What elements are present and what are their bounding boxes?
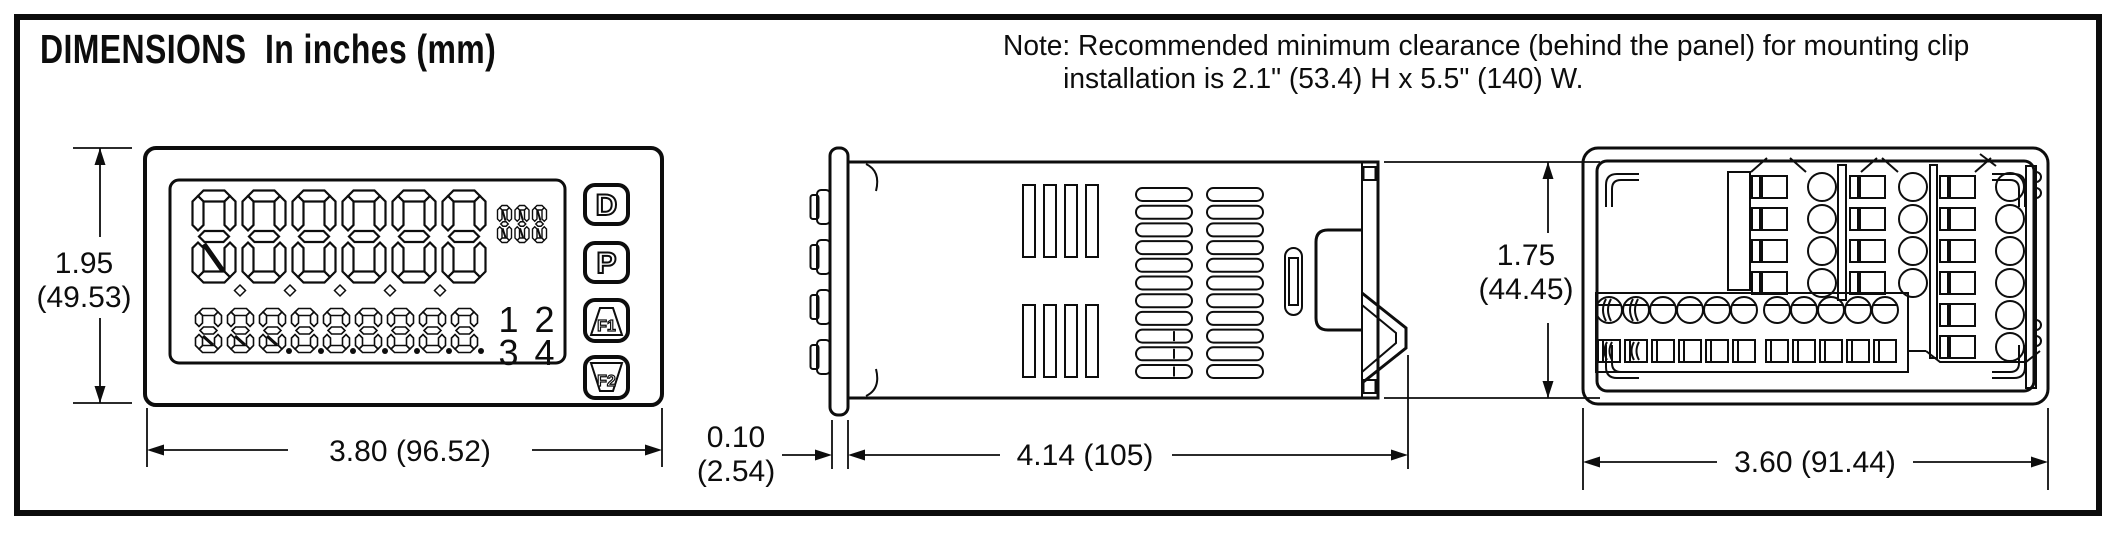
bezel-depth-dimension: 0.10 (2.54)	[697, 420, 849, 488]
side-view-drawing: 0.10 (2.54) 4.14 (105) 1.75 (44.45)	[697, 146, 1600, 488]
drawing-border	[14, 14, 2102, 516]
front-width-label: 3.80 (96.52)	[329, 435, 491, 468]
clearance-note-line1: Note: Recommended minimum clearance (beh…	[1003, 30, 1970, 62]
front-buttons: D P F1 F2	[583, 183, 630, 400]
mounting-slot	[1284, 247, 1303, 316]
terminal-blocks	[1595, 153, 2042, 389]
lcd-display	[168, 178, 567, 365]
program-button	[583, 241, 630, 284]
front-height-dimension: 1.95 (49.53)	[36, 147, 132, 404]
f1-button	[583, 298, 630, 343]
f1-button-label: F1	[597, 318, 616, 335]
rear-width-label: 3.60 (91.44)	[1734, 446, 1896, 479]
front-width-dimension: 3.80 (96.52)	[146, 408, 663, 468]
ventilation-slots	[1022, 184, 1264, 379]
front-view-drawing: 1.95 (49.53) 1 2 3 4 D P F1 F2 3.80 (96.…	[36, 146, 664, 468]
front-height-label-mm: (49.53)	[36, 281, 131, 314]
case-corner-arc	[865, 163, 879, 192]
bezel-depth-label-mm: (2.54)	[697, 455, 775, 488]
annunciator-1-2: 1 2	[498, 299, 557, 340]
f2-down-arrow-icon	[589, 362, 624, 392]
side-height-label-mm: (44.45)	[1478, 273, 1573, 306]
side-bezel	[828, 146, 850, 417]
case-corner-arc	[865, 368, 879, 397]
f2-button	[583, 355, 630, 400]
front-height-label-in: 1.95	[55, 247, 113, 280]
display-button-label: D	[596, 189, 618, 222]
rear-inner-outline	[1595, 159, 2036, 393]
mounting-clip-inner	[1361, 304, 1397, 373]
program-button-label: P	[596, 247, 616, 280]
mounting-clip	[1361, 291, 1408, 385]
side-height-dimension: 1.75 (44.45)	[1384, 161, 1600, 399]
rear-case-outline	[1581, 146, 2050, 406]
display-button	[583, 183, 630, 226]
mounting-slot-inner	[1288, 257, 1299, 306]
page-title: DIMENSIONS In inches (mm)	[40, 26, 497, 72]
rear-view-drawing: 3.60 (91.44)	[1581, 146, 2050, 490]
side-button-bumps	[809, 189, 831, 375]
case-depth-dimension: 4.14 (105)	[848, 355, 1409, 472]
side-case	[846, 160, 1380, 400]
side-height-label-in: 1.75	[1497, 239, 1555, 272]
case-depth-label: 4.14 (105)	[1017, 439, 1154, 472]
lcd-digits	[191, 189, 548, 354]
f2-button-label: F2	[597, 373, 616, 390]
clearance-note: Note: Recommended minimum clearance (beh…	[1003, 30, 1969, 96]
clearance-note-line2: installation is 2.1" (53.4) H x 5.5" (14…	[1063, 63, 1584, 95]
rear-width-dimension: 3.60 (91.44)	[1582, 408, 2049, 490]
connector-housing	[1314, 228, 1362, 332]
f1-up-arrow-icon	[589, 307, 624, 336]
bezel-depth-label-in: 0.10	[707, 421, 765, 454]
annunciator-3-4: 3 4	[498, 332, 557, 373]
front-bezel	[143, 146, 664, 407]
